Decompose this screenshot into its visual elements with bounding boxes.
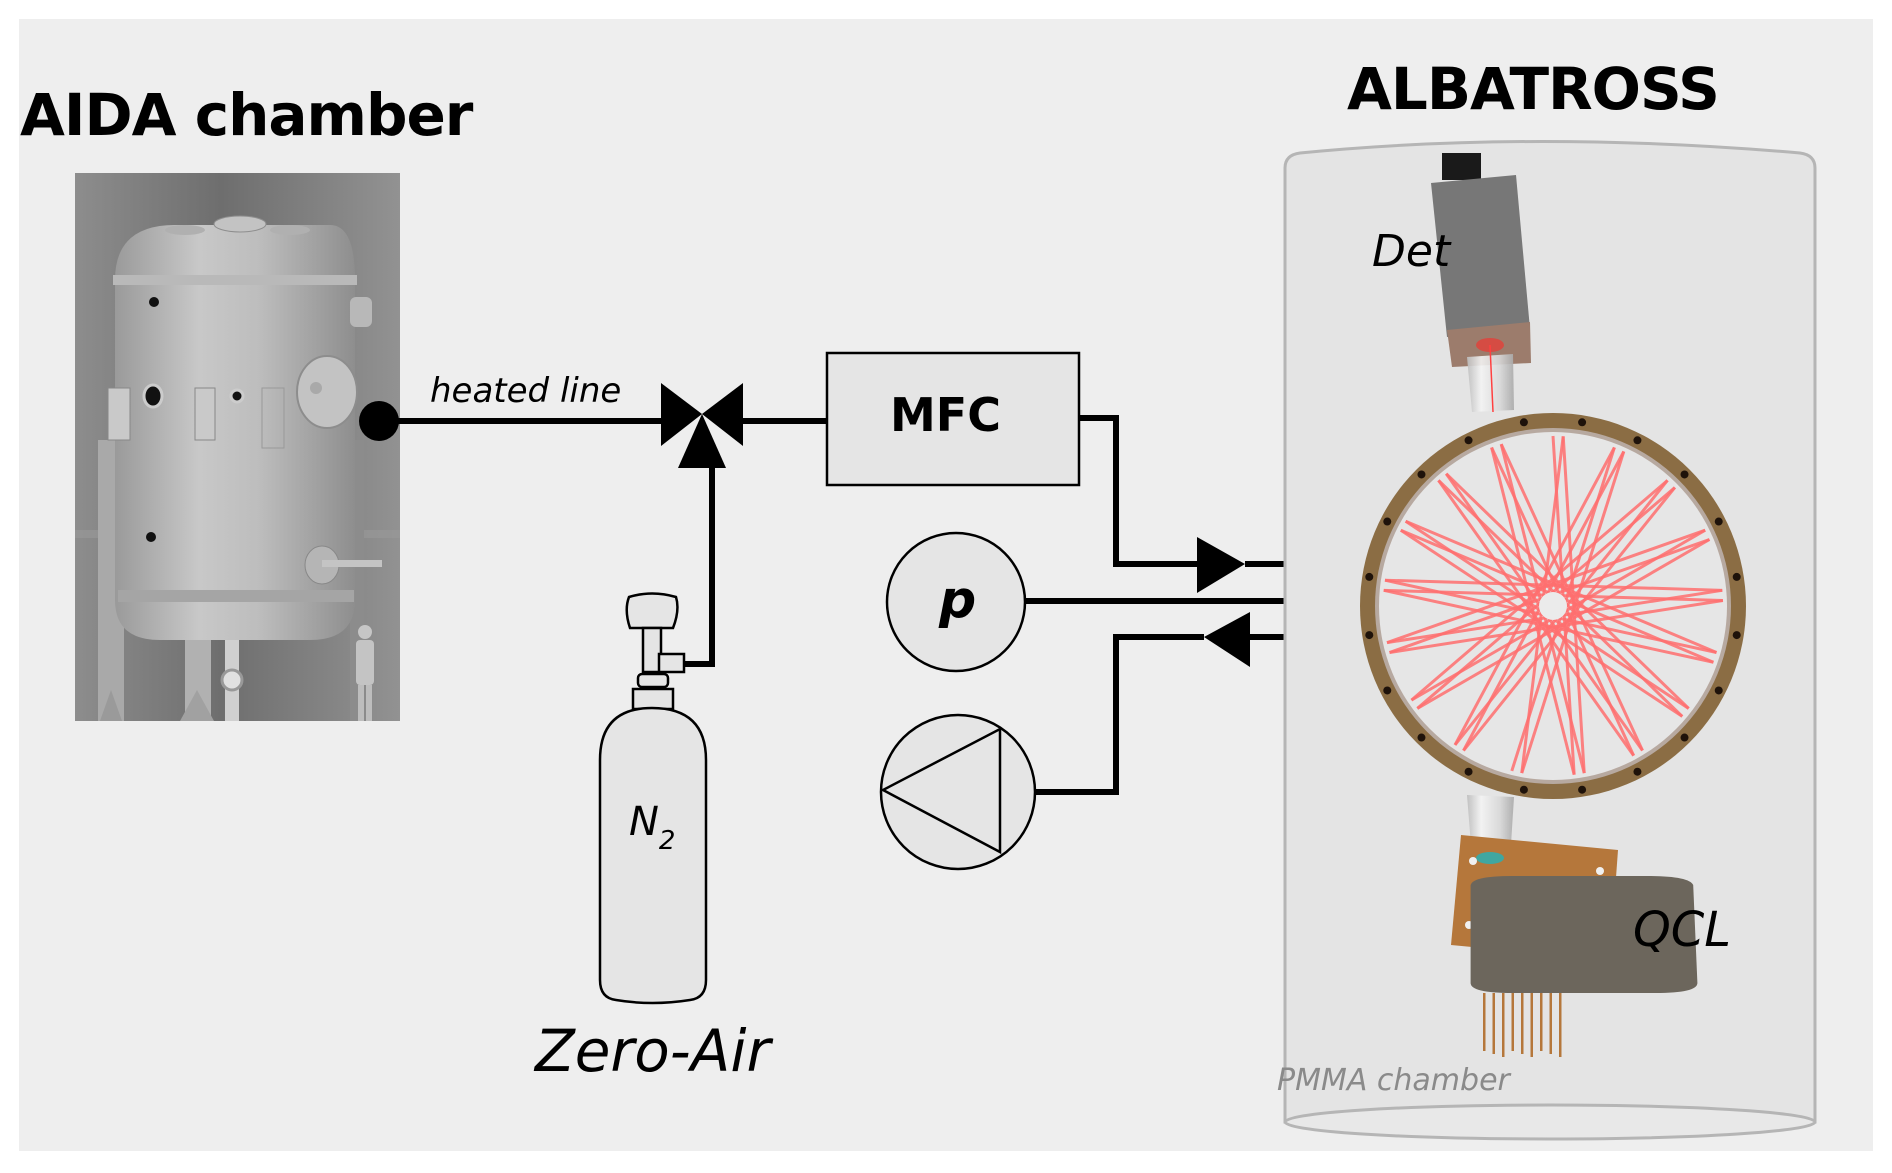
pressure-sensor [885,531,1027,673]
qcl-pin [1530,993,1533,1057]
ring-bolt [1519,418,1528,427]
n2-formula-main: N [629,799,659,845]
ring-bolt [1417,733,1426,742]
ring-bolt [1633,436,1642,445]
pmma-chamber-label: PMMA chamber [1277,1063,1510,1098]
ring-bolt [1578,418,1587,427]
qcl-laser-icon [1451,795,1698,1057]
laser-beam-segment [1453,446,1616,746]
ring-bolts [1365,418,1741,794]
three-way-valve-icon [661,383,743,468]
qcl-pins [1483,993,1562,1057]
qcl-label: QCL [1633,902,1732,958]
qcl-pin [1559,993,1562,1057]
ring-bolt [1464,767,1473,776]
qcl-pin [1511,993,1514,1051]
detector-label: Det [1372,226,1451,277]
ring-bolt [1680,733,1689,742]
ring-bolt [1714,686,1723,695]
outlet-arrow-icon [1204,612,1250,667]
qcl-pin [1521,993,1524,1054]
n2-label: N2 [629,802,675,854]
aida-chamber-image [75,173,400,721]
mfc-label: MFC [890,388,1001,442]
aida-chamber-title: AIDA chamber [20,81,473,149]
qcl-pin [1483,993,1486,1051]
heated-line-pipe [359,401,665,441]
qcl-pin [1502,993,1505,1057]
cylinder-feed-pipe [684,468,715,667]
ring-bolt [1383,517,1392,526]
ring-bolt [1578,785,1587,794]
qcl-pin [1540,993,1543,1051]
qcl-pin [1492,993,1495,1054]
ring-bolt [1714,517,1723,526]
ring-bolt [1383,686,1392,695]
ring-bolt [1732,572,1741,581]
zero-air-label: Zero-Air [535,1017,771,1085]
n2-formula-sub: 2 [658,826,676,856]
detector-icon [1431,153,1531,413]
ring-bolt [1417,470,1426,479]
mfc-outlet-pipe [1079,415,1205,567]
pump-icon [879,713,1037,871]
multipass-cell [1360,413,1746,799]
pressure-sensor-label: p [939,570,977,630]
ring-bolt [1519,785,1528,794]
inlet-arrow-icon [1197,537,1245,593]
heated-line-label: heated line [430,371,622,411]
qcl-pin [1549,993,1552,1054]
ring-bolt [1633,767,1642,776]
gas-cylinder-icon [598,592,708,1005]
ring-bolt [1464,436,1473,445]
pump-inlet-pipe [1035,634,1204,795]
ring-bolt [1365,572,1374,581]
ring-bolt [1732,631,1741,640]
ring-bolt [1680,470,1689,479]
mfc-box [825,351,1081,487]
albatross-title: ALBATROSS [1347,55,1720,123]
ring-bolt [1365,631,1374,640]
